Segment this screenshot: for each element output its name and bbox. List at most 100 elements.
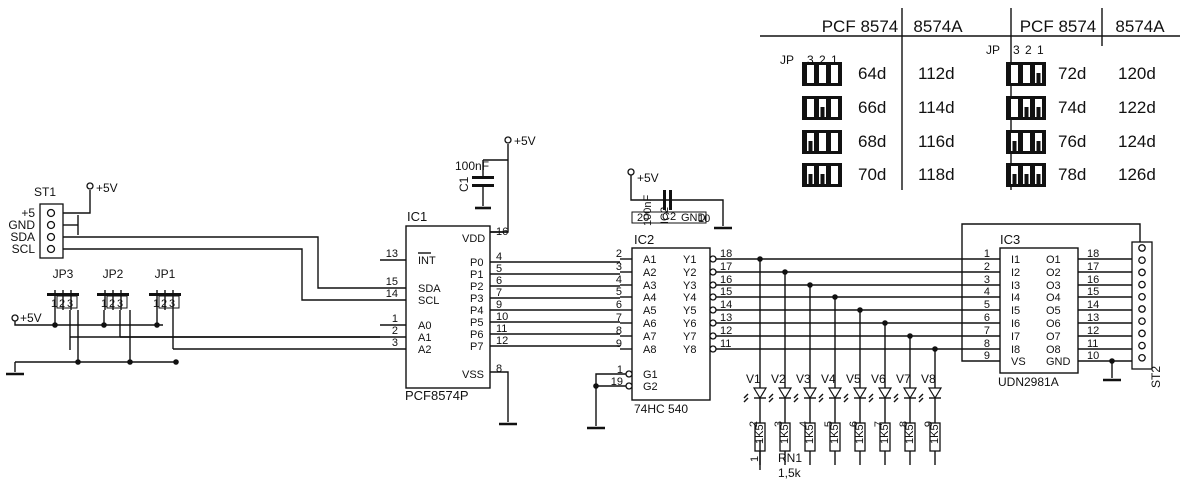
table-header: PCF 8574 bbox=[1020, 17, 1097, 36]
rn1-body-text: 1K5 bbox=[929, 424, 941, 444]
ic2-pin-name: G1 bbox=[643, 369, 658, 381]
jp-digit: 2 bbox=[819, 53, 826, 67]
ic3-pin-name: O5 bbox=[1046, 305, 1061, 317]
ic2-pin-number: 5 bbox=[616, 286, 622, 298]
jumper-cap bbox=[820, 107, 825, 117]
ic2-cap-label: 100nF bbox=[642, 195, 654, 226]
terminal bbox=[709, 319, 717, 327]
terminal bbox=[709, 255, 717, 263]
st2-name: ST2 bbox=[1149, 366, 1163, 388]
ic3-pin-name: GND bbox=[1046, 356, 1071, 368]
ic2-power-block bbox=[631, 211, 707, 224]
jumper-pin-box bbox=[56, 295, 78, 309]
rn1-body-text: 1K5 bbox=[829, 424, 841, 444]
ic2-cap-label: C2 bbox=[662, 211, 676, 223]
ic1-pin-name: SCL bbox=[418, 295, 439, 307]
ic2-pin-name: Y3 bbox=[683, 280, 696, 292]
address-value: 112d bbox=[918, 64, 955, 83]
ic1-pin-number: 8 bbox=[496, 363, 502, 375]
address-value: 76d bbox=[1058, 132, 1086, 151]
led-body bbox=[827, 387, 843, 400]
rn1-value: 1,5k bbox=[778, 466, 802, 480]
address-value: 124d bbox=[1118, 132, 1156, 151]
table-header: PCF 8574 bbox=[822, 17, 899, 36]
jumper-cap bbox=[820, 174, 825, 184]
ic3-pin-number: 13 bbox=[1087, 312, 1099, 324]
led-name: V6 bbox=[871, 372, 886, 386]
ic3-pin-name: O6 bbox=[1046, 318, 1061, 330]
ic2-pin-name: A6 bbox=[643, 318, 656, 330]
address-value: 74d bbox=[1058, 98, 1086, 117]
ic2-pin-number: 17 bbox=[720, 261, 732, 273]
ic2-pin-number: 19 bbox=[611, 376, 623, 388]
ic2-pin-name: Y4 bbox=[683, 292, 696, 304]
junction-dot bbox=[173, 359, 179, 365]
ic3-pin-name: I4 bbox=[1011, 292, 1020, 304]
ic2-pin-name: A5 bbox=[643, 305, 656, 317]
led-name: V7 bbox=[896, 372, 911, 386]
ic2-pin-name: A4 bbox=[643, 292, 656, 304]
ic2-pin-number: 1 bbox=[617, 364, 623, 376]
rn1-name: RN1 bbox=[778, 451, 802, 465]
ic2-pin-number: 2 bbox=[616, 248, 622, 260]
ic2-body bbox=[631, 247, 711, 401]
ic2-pin-number: 18 bbox=[720, 248, 732, 260]
ic2-pin-number: 9 bbox=[616, 338, 622, 350]
address-value: 78d bbox=[1058, 165, 1086, 184]
address-value: 122d bbox=[1118, 98, 1156, 117]
ic1-part: PCF8574P bbox=[405, 388, 469, 403]
led-body bbox=[752, 387, 768, 400]
terminal bbox=[1138, 329, 1146, 338]
ic1-pin-number: 15 bbox=[386, 276, 398, 288]
ic1-pin-number: 6 bbox=[496, 275, 502, 287]
ic2-pin-name: Y1 bbox=[683, 254, 696, 266]
terminal bbox=[46, 232, 56, 242]
jumper-pin: 1 bbox=[153, 298, 159, 310]
address-value: 72d bbox=[1058, 64, 1086, 83]
ic2-pin-number: 3 bbox=[616, 261, 622, 273]
ic3-pin-name: O8 bbox=[1046, 344, 1061, 356]
jumper-cap bbox=[1024, 174, 1029, 184]
ic3-pin-name: I2 bbox=[1011, 267, 1020, 279]
table-header: 8574A bbox=[913, 17, 963, 36]
ic2-pin-number: 13 bbox=[720, 312, 732, 324]
ic3-pin-name: O1 bbox=[1046, 254, 1061, 266]
ic3-pin-name: O7 bbox=[1046, 331, 1061, 343]
junction-dot bbox=[593, 383, 599, 389]
rn1-pin: 8 bbox=[898, 421, 910, 427]
led-name: V3 bbox=[796, 372, 811, 386]
ic1-pin-number: 2 bbox=[392, 325, 398, 337]
ic3-pin-name: O2 bbox=[1046, 267, 1061, 279]
st1-connector bbox=[39, 203, 64, 259]
address-value: 66d bbox=[858, 98, 886, 117]
terminal bbox=[709, 268, 717, 276]
jumper-slot bbox=[1023, 133, 1030, 151]
ic2-pin-name: Y5 bbox=[683, 305, 696, 317]
jumper-cap bbox=[1036, 141, 1041, 151]
led-name: V1 bbox=[746, 372, 761, 386]
jp-digit: 2 bbox=[1025, 43, 1032, 57]
ic3-pin-number: 15 bbox=[1087, 286, 1099, 298]
address-value: 126d bbox=[1118, 165, 1156, 184]
led-body bbox=[777, 387, 793, 400]
jp-digit: 1 bbox=[831, 53, 838, 67]
capacitor-plate bbox=[663, 190, 666, 210]
rn1-body-text: 1K5 bbox=[879, 424, 891, 444]
ic2-pin-name: G2 bbox=[643, 381, 658, 393]
terminal bbox=[625, 382, 633, 390]
ic2-pin-name: Y2 bbox=[683, 267, 696, 279]
terminal bbox=[709, 332, 717, 340]
jumper-cap bbox=[1036, 73, 1041, 83]
jumper-slot bbox=[819, 133, 826, 151]
jumper-slot bbox=[831, 133, 838, 151]
ic3-pin-number: 5 bbox=[984, 299, 990, 311]
rn1-pin: 2 bbox=[748, 421, 760, 427]
jumper-pin-box bbox=[158, 295, 180, 309]
vcc-label: +5V bbox=[20, 311, 42, 325]
led-body bbox=[902, 387, 918, 400]
jumper-pin: 3 bbox=[117, 298, 123, 310]
jumper-slot bbox=[807, 99, 814, 117]
ic2-pin-number: 4 bbox=[616, 274, 622, 286]
terminal bbox=[46, 220, 56, 230]
